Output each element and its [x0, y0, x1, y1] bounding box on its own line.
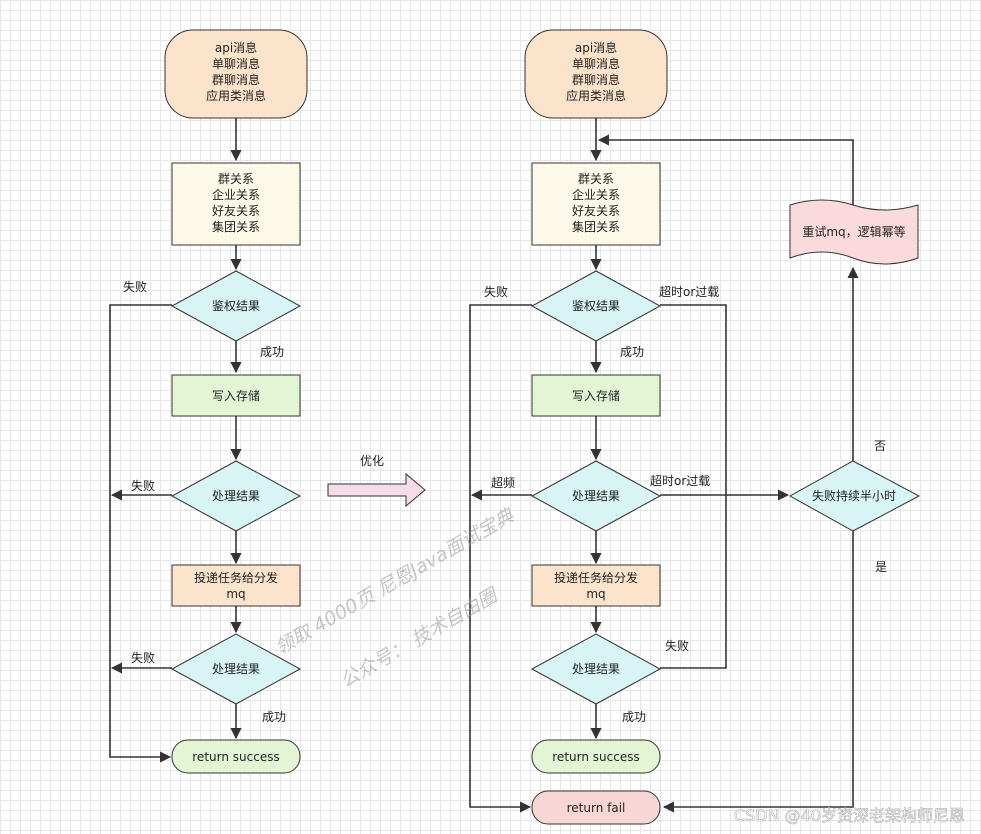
left-edge-label-fail-1: 失败	[123, 279, 147, 294]
right-edge-label-freq: 超频	[491, 475, 515, 490]
left-auth-label: 鉴权结果	[212, 299, 260, 313]
left-process-label-2: 处理结果	[212, 662, 260, 676]
right-start-line-4: 应用类消息	[566, 88, 626, 103]
right-start-node	[524, 29, 668, 119]
right-relations-line-4: 集团关系	[572, 219, 620, 234]
left-success-label: return success	[192, 750, 279, 764]
left-dispatch-node	[171, 564, 301, 607]
left-start-line-4: 应用类消息	[206, 88, 266, 103]
right-auth-decision	[530, 270, 662, 342]
left-flow: api消息 单聊消息 群聊消息 应用类消息 群关系 企业关系 好友关系 集团关系…	[109, 29, 308, 774]
right-fail-label: return fail	[567, 801, 626, 815]
optimize-arrow: 优化	[327, 454, 426, 508]
right-process-label-2: 处理结果	[572, 662, 620, 676]
watermark-line-1: 领取 4000页 尼恩Java面试宝典	[272, 504, 519, 659]
right-edge-label-ok-2: 成功	[622, 710, 646, 724]
optimize-arrow-label: 优化	[360, 454, 384, 468]
right-relations-line-1: 群关系	[578, 172, 614, 186]
right-relations-node	[531, 162, 661, 246]
right-retry-node	[789, 199, 919, 265]
left-edge-label-ok-2: 成功	[262, 710, 286, 724]
left-process-decision-2	[170, 633, 302, 705]
right-relations-line-3: 好友关系	[572, 204, 620, 218]
left-auth-decision	[170, 270, 302, 342]
left-edge-label-ok-1: 成功	[260, 345, 284, 359]
right-dispatch-line-1: 投递任务给分发	[554, 570, 638, 585]
right-half-hour-decision	[788, 460, 921, 532]
right-write-label: 写入存储	[572, 388, 620, 403]
left-relations-line-3: 好友关系	[212, 204, 260, 218]
left-start-line-2: 单聊消息	[212, 56, 260, 71]
right-process-label-1: 处理结果	[572, 489, 620, 503]
left-start-node	[164, 29, 308, 119]
left-edge-label-fail-3: 失败	[131, 650, 155, 665]
right-retry-label: 重试mq，逻辑幂等	[802, 224, 905, 239]
right-edge-label-fail-1: 失败	[484, 284, 508, 299]
right-edge-label-yes: 是	[875, 560, 887, 574]
right-process-decision-2	[530, 633, 662, 705]
optimize-arrow-shape	[327, 472, 426, 508]
left-dispatch-line-2: mq	[226, 587, 245, 601]
right-start-line-2: 单聊消息	[572, 56, 620, 71]
left-process-label-1: 处理结果	[212, 489, 260, 503]
right-write-node	[531, 374, 661, 417]
left-write-node	[171, 374, 301, 417]
left-success-node	[171, 739, 301, 774]
right-success-node	[531, 739, 661, 774]
left-relations-line-2: 企业关系	[212, 187, 260, 202]
right-auth-label: 鉴权结果	[572, 299, 620, 313]
right-flow: api消息 单聊消息 群聊消息 应用类消息 群关系 企业关系 好友关系 集团关系…	[469, 29, 921, 825]
left-relations-line-1: 群关系	[218, 172, 254, 186]
right-process-decision-1	[530, 460, 662, 532]
right-edge-label-timeout-2: 超时or过载	[650, 473, 710, 488]
right-edge-label-timeout-1: 超时or过载	[659, 284, 719, 299]
right-edge-label-no: 否	[874, 439, 886, 453]
right-dispatch-line-2: mq	[586, 587, 605, 601]
right-edge-label-ok-1: 成功	[620, 345, 644, 359]
right-start-line-3: 群聊消息	[572, 72, 620, 87]
right-dispatch-node	[531, 564, 661, 607]
csdn-credit: CSDN @40岁资深老架构师尼恩	[734, 806, 965, 825]
right-fail-node	[531, 790, 661, 825]
right-edge-label-fail-3: 失败	[665, 638, 689, 653]
left-write-label: 写入存储	[212, 388, 260, 403]
right-start-line-1: api消息	[575, 40, 617, 55]
right-half-hour-label: 失败持续半小时	[812, 488, 896, 503]
left-start-line-3: 群聊消息	[212, 72, 260, 87]
left-edge-label-fail-2: 失败	[131, 478, 155, 493]
watermark: 领取 4000页 尼恩Java面试宝典 公众号： 技术自由圈	[272, 504, 519, 692]
left-dispatch-line-1: 投递任务给分发	[194, 570, 278, 585]
right-success-label: return success	[552, 750, 639, 764]
right-relations-line-2: 企业关系	[572, 187, 620, 202]
left-start-line-1: api消息	[215, 40, 257, 55]
left-relations-node	[171, 162, 301, 246]
left-relations-line-4: 集团关系	[212, 219, 260, 234]
left-process-decision-1	[170, 460, 302, 532]
